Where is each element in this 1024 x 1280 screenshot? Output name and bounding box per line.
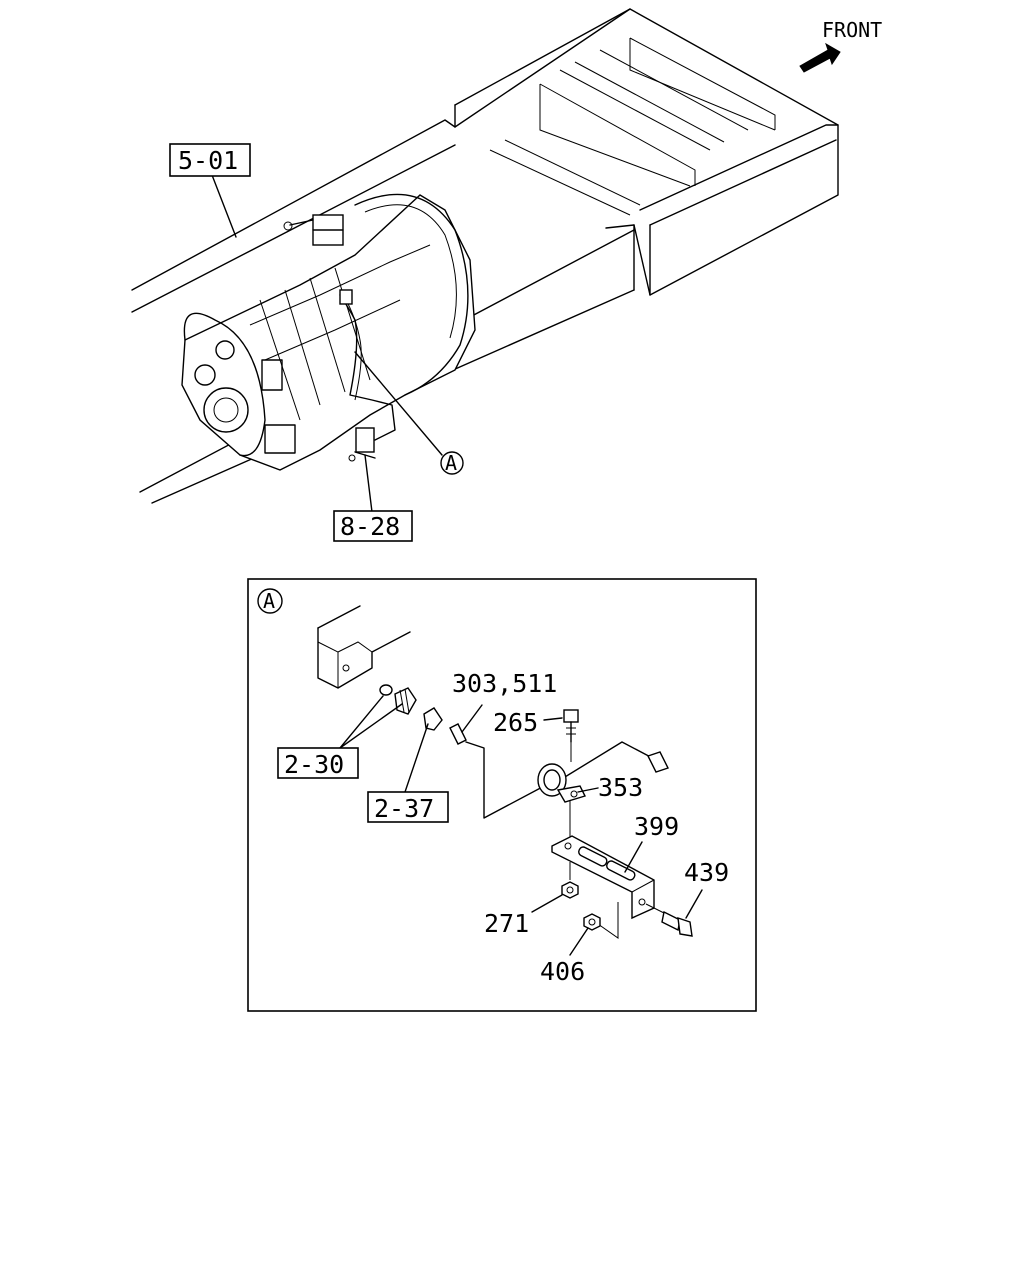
ref-box-5-01	[169, 143, 251, 177]
leader-353	[577, 787, 599, 793]
leader-406	[569, 927, 589, 956]
detail-A-frame	[247, 578, 757, 1012]
ref-5-01[interactable]: 5-01	[178, 146, 238, 175]
ref-box-2-37	[367, 791, 449, 823]
leader-8-28	[364, 454, 373, 513]
bolt-265	[563, 709, 579, 743]
ref-box-2-30	[277, 747, 359, 779]
part-271[interactable]: 271	[484, 909, 529, 938]
detail-marker-A: A	[257, 588, 283, 614]
leader-399	[624, 841, 643, 873]
part-399[interactable]: 399	[634, 812, 679, 841]
front-arrow-icon	[799, 42, 841, 73]
leader-5-01	[211, 174, 237, 238]
leader-A	[354, 351, 443, 456]
part-439[interactable]: 439	[684, 858, 729, 887]
part-353[interactable]: 353	[598, 773, 643, 802]
bracket-399	[551, 835, 655, 920]
ref-2-37[interactable]: 2-37	[374, 794, 434, 823]
part-303-511[interactable]: 303,511	[452, 669, 557, 698]
ref-2-30[interactable]: 2-30	[284, 750, 344, 779]
leader-265	[543, 717, 563, 721]
leader-271	[531, 894, 563, 913]
nut-271	[561, 881, 579, 899]
leader-303-511	[461, 704, 483, 733]
leader-2-37	[404, 723, 429, 793]
nut-406	[583, 913, 601, 931]
transmission-assembly	[181, 193, 476, 471]
switch-body	[394, 687, 417, 715]
harness-303-511	[449, 723, 669, 819]
washer-2-30	[379, 684, 393, 696]
part-406[interactable]: 406	[540, 957, 585, 986]
bolt-439	[661, 910, 693, 937]
detail-marker-A-top[interactable]: A	[440, 451, 464, 475]
svg-text:A: A	[445, 451, 457, 475]
ref-8-28[interactable]: 8-28	[340, 512, 400, 541]
ref-box-8-28	[333, 510, 413, 542]
leader-2-30-b	[339, 703, 403, 749]
leader-439	[685, 889, 703, 919]
leader-2-30-a	[339, 695, 384, 749]
clamp-353	[537, 763, 586, 803]
front-label: FRONT	[822, 18, 882, 42]
axis-406	[597, 902, 619, 939]
detail-housing	[317, 605, 411, 689]
axis-439	[645, 903, 667, 915]
svg-text:A: A	[263, 589, 275, 613]
part-265[interactable]: 265	[493, 708, 538, 737]
